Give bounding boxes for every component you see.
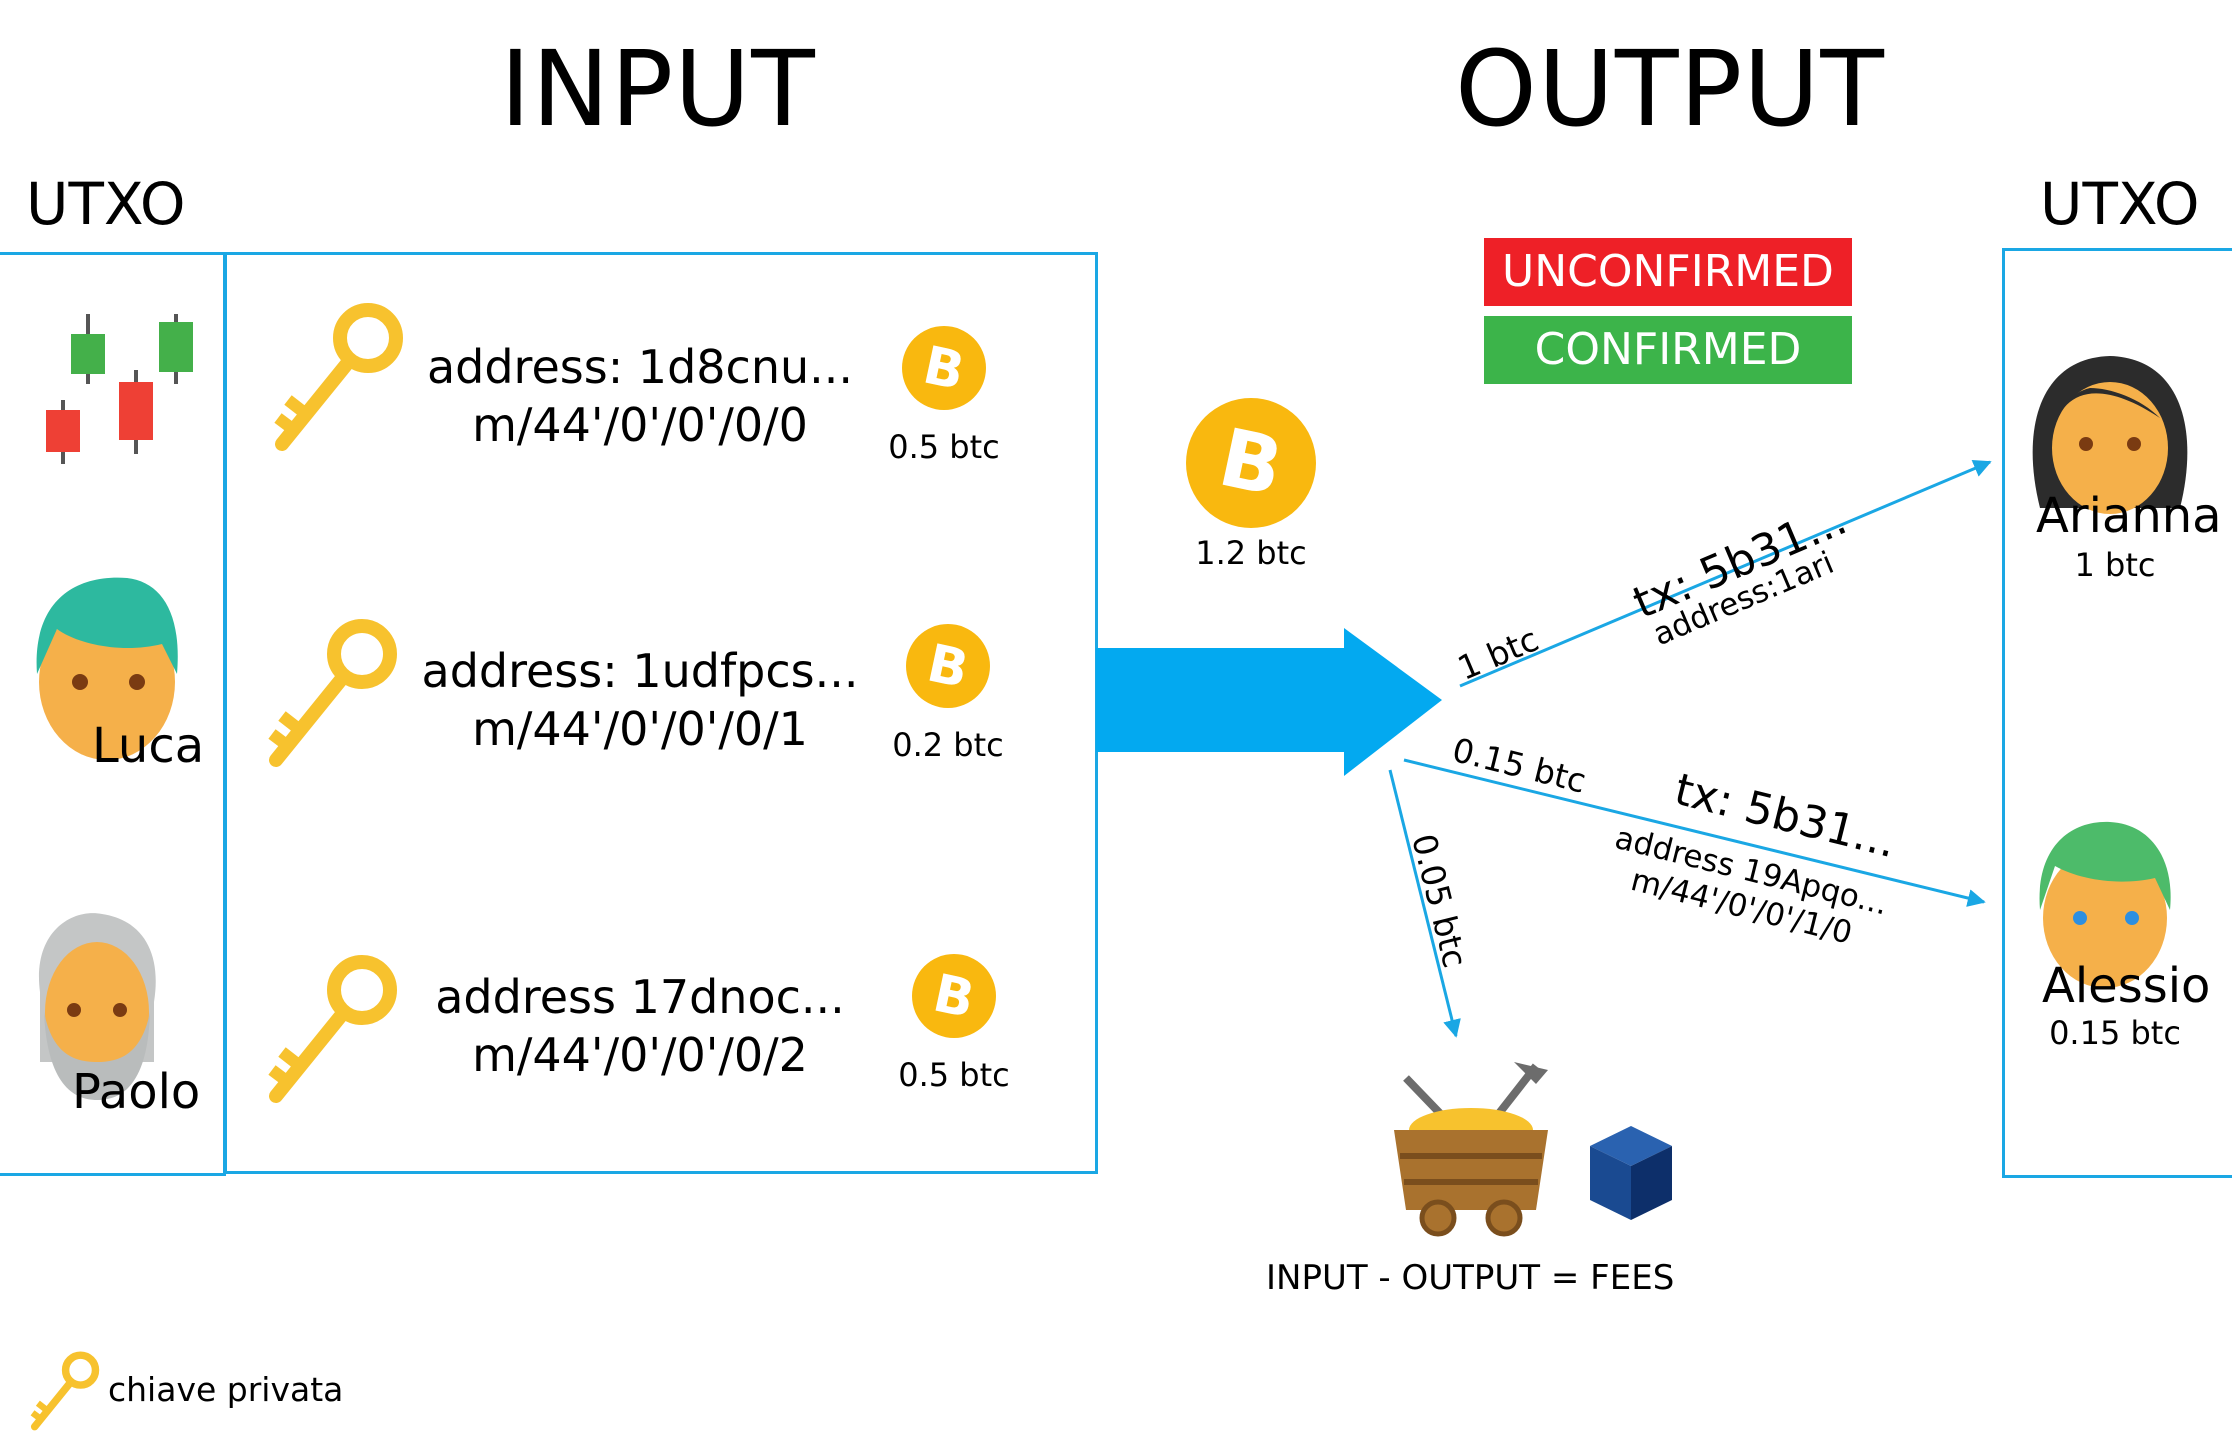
status-badge-unconfirmed: UNCONFIRMED bbox=[1484, 238, 1852, 306]
fee-formula: INPUT - OUTPUT = FEES bbox=[1266, 1258, 1675, 1298]
recipient-name-alessio: Alessio bbox=[2042, 958, 2211, 1014]
woman-avatar-icon bbox=[2032, 356, 2188, 514]
input-row-2: address 17dnoc... m/44'/0'/0'/0/2 bbox=[420, 968, 860, 1084]
total-amount: 1.2 btc bbox=[1195, 534, 1307, 572]
output-title: OUTPUT bbox=[1455, 28, 1885, 150]
recipient-amount-arianna: 1 btc bbox=[2074, 546, 2156, 584]
owner-name-paolo: Paolo bbox=[72, 1064, 201, 1120]
bitcoin-icon: B bbox=[912, 954, 996, 1038]
man-avatar-icon bbox=[36, 577, 178, 760]
input-row-0: address: 1d8cnu... m/44'/0'/0'/0/0 bbox=[420, 338, 860, 454]
total-bitcoin-icon: B bbox=[1186, 398, 1316, 528]
input-title: INPUT bbox=[500, 28, 816, 150]
input-amount: 0.2 btc bbox=[892, 726, 1004, 764]
key-icon bbox=[268, 619, 397, 767]
candlestick-chart-icon bbox=[46, 314, 193, 464]
input-derivation-path: m/44'/0'/0'/0/2 bbox=[472, 1028, 808, 1082]
input-address: address: 1d8cnu... bbox=[426, 340, 854, 394]
bitcoin-icon: B bbox=[906, 624, 990, 708]
input-amount: 0.5 btc bbox=[898, 1056, 1010, 1094]
recipient-name-arianna: Arianna bbox=[2036, 488, 2222, 544]
legend-key-icon bbox=[30, 1351, 100, 1431]
recipient-amount-alessio: 0.15 btc bbox=[2049, 1014, 2181, 1052]
key-icon bbox=[274, 303, 403, 451]
utxo-left-label: UTXO bbox=[26, 170, 186, 238]
input-amount: 0.5 btc bbox=[888, 428, 1000, 466]
arrow-to-miner bbox=[1388, 769, 1461, 1038]
input-address: address 17dnoc... bbox=[435, 970, 845, 1024]
old-man-avatar-icon bbox=[38, 913, 156, 1100]
arrow-to-alessio bbox=[1403, 758, 1986, 907]
input-row-1: address: 1udfpcs... m/44'/0'/0'/0/1 bbox=[420, 642, 860, 758]
utxo-right-label: UTXO bbox=[2040, 170, 2200, 238]
man-avatar-icon bbox=[2039, 821, 2171, 988]
owner-name-luca: Luca bbox=[92, 718, 205, 774]
transaction-arrow bbox=[1096, 628, 1442, 776]
utxo-recipient-box bbox=[2002, 248, 2232, 1178]
block-cube-icon bbox=[1590, 1126, 1672, 1220]
input-derivation-path: m/44'/0'/0'/0/1 bbox=[472, 702, 808, 756]
bitcoin-icon: B bbox=[902, 326, 986, 410]
key-icon bbox=[268, 955, 397, 1103]
arrow-to-arianna bbox=[1459, 460, 1992, 688]
input-address: address: 1udfpcs... bbox=[421, 644, 859, 698]
legend-label: chiave privata bbox=[108, 1370, 344, 1409]
mining-cart-icon bbox=[1394, 1062, 1548, 1237]
status-badge-confirmed: CONFIRMED bbox=[1484, 316, 1852, 384]
input-derivation-path: m/44'/0'/0'/0/0 bbox=[472, 398, 808, 452]
